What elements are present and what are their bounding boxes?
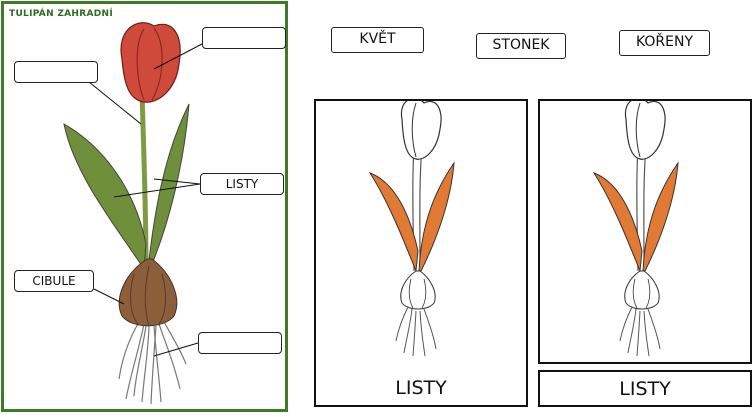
word-card-koreny[interactable]: KOŘENY [619,30,710,56]
tulip-diagram-panel: TULIPÁN ZAHRADNÍ [1,1,288,412]
card-caption: LISTY [619,378,671,400]
right-leaf-drawing [147,103,190,270]
word-card-kvet[interactable]: KVĚT [331,27,424,53]
stem-label-box[interactable] [14,61,98,83]
word-card-stonek[interactable]: STONEK [476,33,566,59]
flower-drawing [120,22,181,103]
picture-card[interactable] [538,99,752,364]
left-leaf-drawing [63,123,147,271]
tulip-outline-drawing [368,101,455,357]
tulip-illustration [63,22,203,405]
roots-drawing [118,321,187,405]
tulip-outline-drawing [592,101,679,357]
pointer-lines [88,43,203,357]
caption-card[interactable]: LISTY [538,370,752,407]
card-caption: LISTY [395,377,447,399]
picture-card-with-caption[interactable]: LISTY [314,99,528,407]
bulb-drawing [118,258,178,327]
flower-label-box[interactable] [202,27,286,49]
diagram-title: TULIPÁN ZAHRADNÍ [9,9,114,19]
bulb-label-box[interactable]: CIBULE [14,270,94,292]
leaves-label-box[interactable]: LISTY [200,173,284,195]
roots-label-box[interactable] [198,332,282,354]
